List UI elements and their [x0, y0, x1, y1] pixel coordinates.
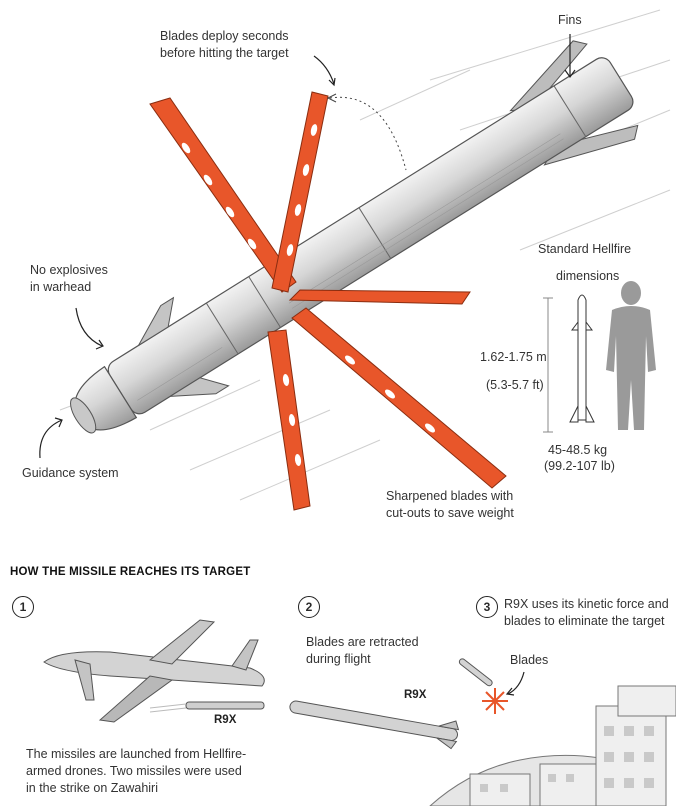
buildings-illustration: [429, 685, 676, 806]
missile-body: [70, 40, 639, 434]
step-3-number: 3: [476, 596, 498, 618]
callout-fins: Fins: [558, 13, 582, 27]
callout-guidance-system: Guidance system: [22, 466, 119, 480]
dimension-weight-lb: (99.2-107 lb): [544, 459, 615, 473]
step-1-r9x-tag: R9X: [214, 714, 237, 726]
drone-illustration: [43, 619, 265, 723]
missile-in-flight: [289, 700, 460, 750]
step3-missile: [458, 658, 525, 714]
scale-missile: [543, 294, 595, 433]
dimension-length-ft: (5.3-5.7 ft): [486, 378, 544, 392]
dimension-weight-kg: 45-48.5 kg: [548, 443, 608, 457]
dimensions-title: Standard Hellfire: [538, 242, 632, 256]
human-silhouette-icon: [606, 281, 656, 430]
step-2-number: 2: [298, 596, 320, 618]
step-1-number: 1: [12, 596, 34, 618]
step-2-r9x-tag: R9X: [404, 689, 427, 701]
blade-cutouts: [181, 124, 435, 466]
dimension-length-m: 1.62-1.75 m: [480, 350, 547, 364]
step-1-description: The missiles are launched from Hellfire-…: [26, 747, 247, 795]
section-heading: HOW THE MISSILE REACHES ITS TARGET: [10, 566, 251, 578]
step-3-blades-label: Blades: [510, 653, 549, 667]
dimensions-subtitle: dimensions: [556, 269, 620, 283]
